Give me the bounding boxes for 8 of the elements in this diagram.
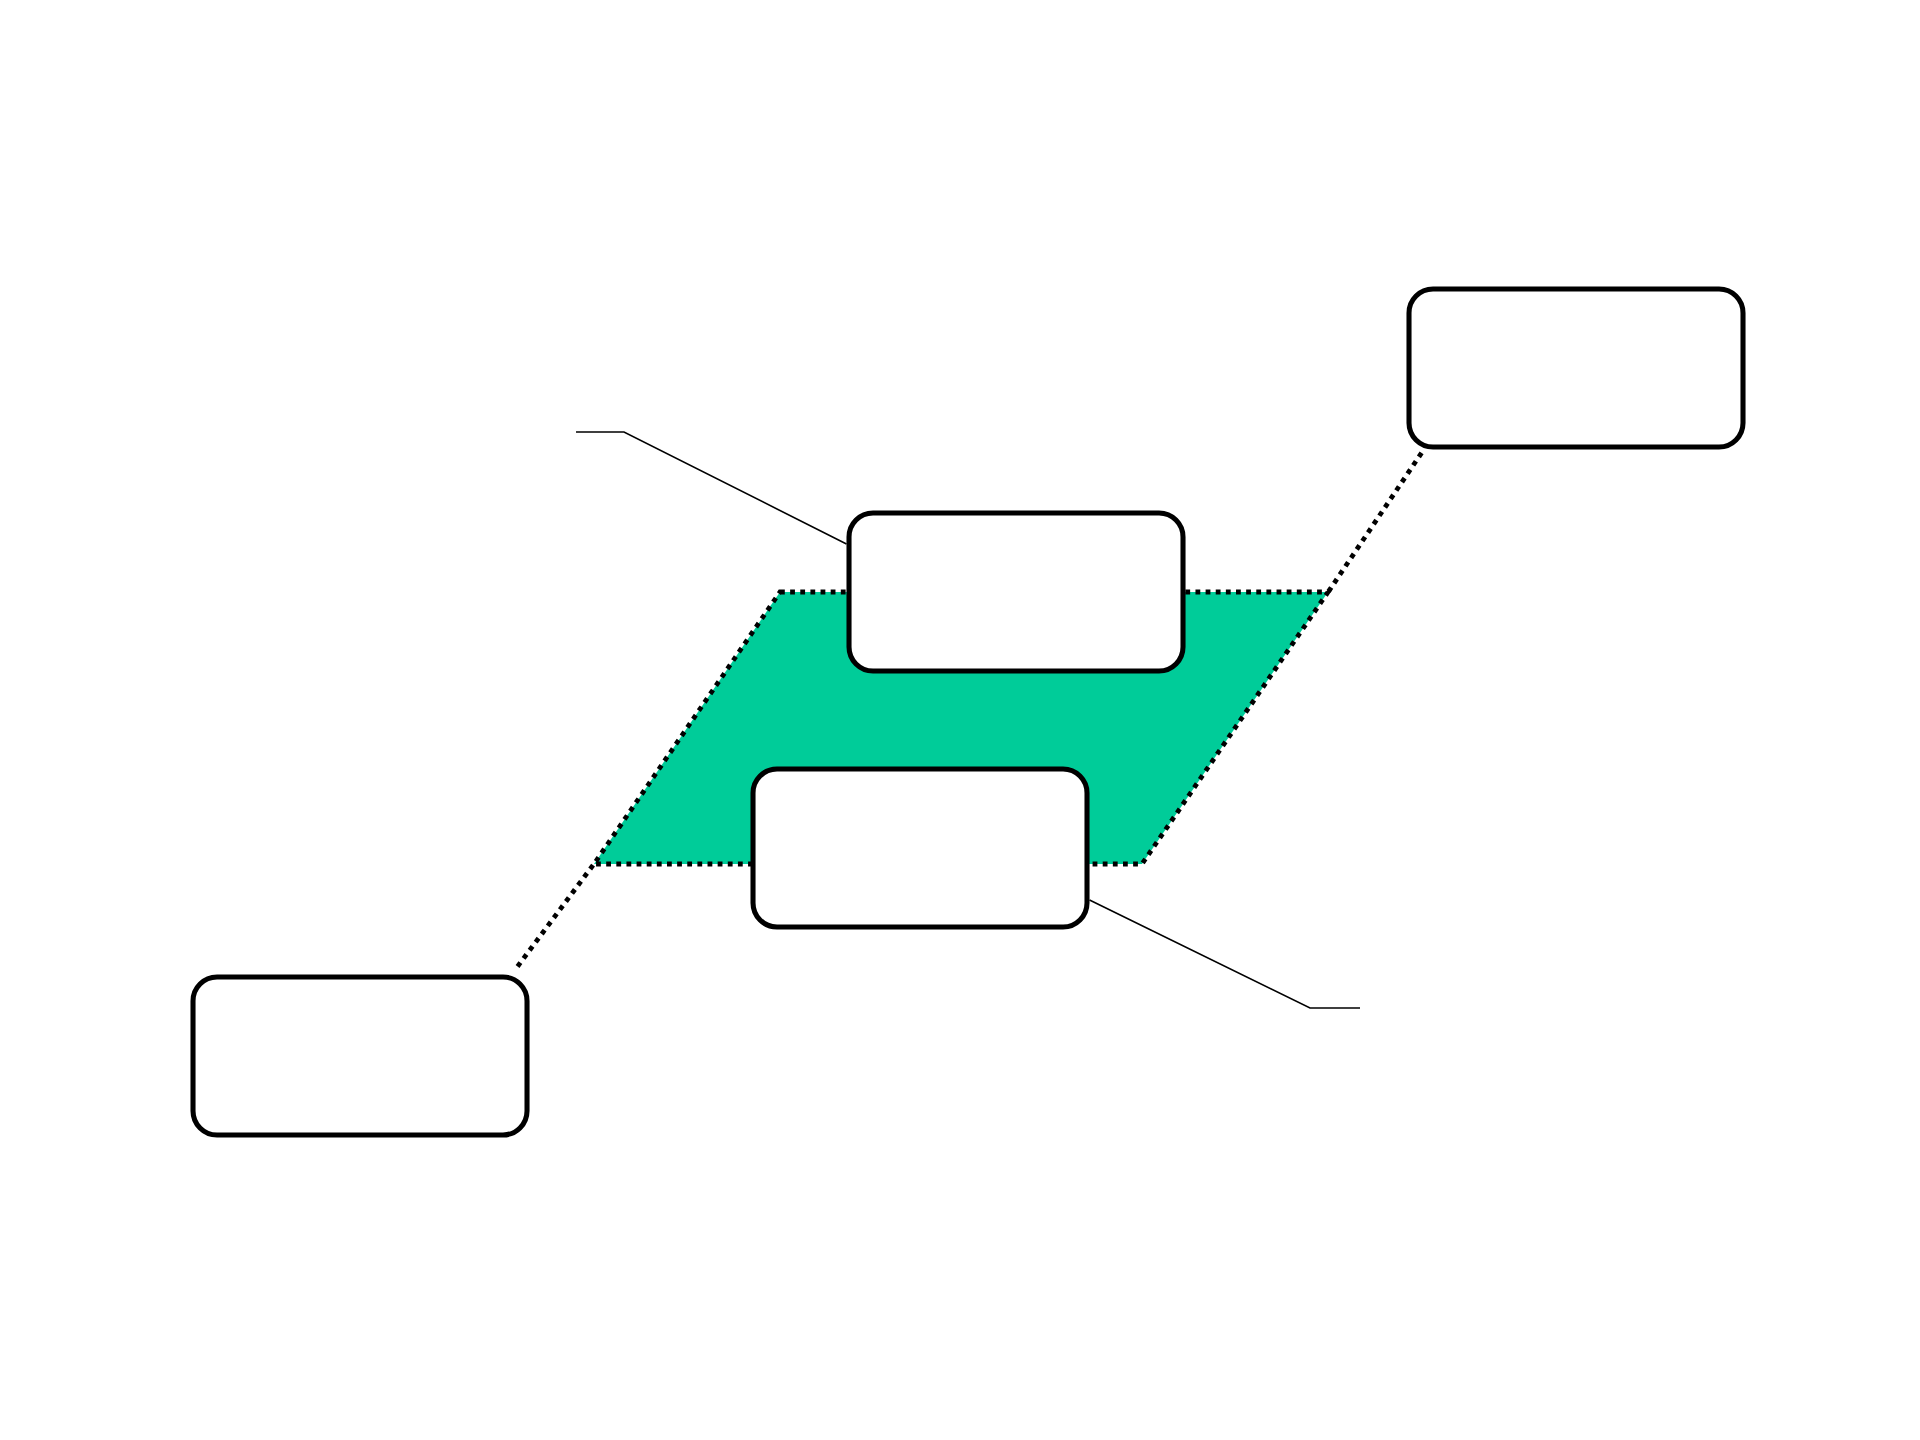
leader-line <box>575 431 848 545</box>
rounded-box <box>190 974 530 1138</box>
rounded-box <box>750 766 1090 930</box>
rounded-box <box>846 510 1186 674</box>
dotted-line <box>515 863 596 968</box>
rounded-box <box>1406 286 1746 450</box>
leader-line <box>1088 899 1361 1009</box>
dotted-line <box>1326 450 1425 593</box>
